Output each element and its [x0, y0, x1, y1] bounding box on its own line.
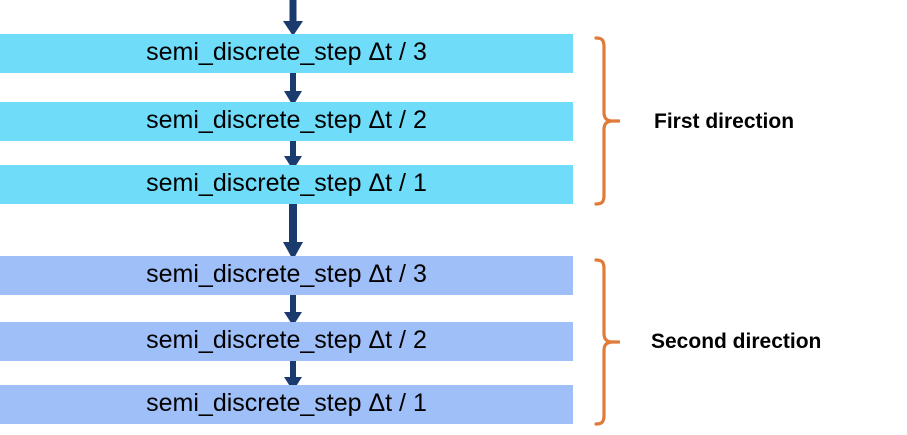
down-arrow-icon [278, 288, 308, 328]
step-box-label: semi_discrete_step Δt / 2 [146, 326, 427, 354]
down-arrow-icon [278, 66, 308, 108]
step-box-second-dt3[interactable]: semi_discrete_step Δt / 3 [0, 256, 573, 295]
curly-brace-icon [594, 258, 620, 426]
step-box-first-dt3[interactable]: semi_discrete_step Δt / 3 [0, 34, 573, 73]
down-arrow-icon [278, 196, 308, 262]
step-box-second-dt2[interactable]: semi_discrete_step Δt / 2 [0, 322, 573, 361]
step-box-label: semi_discrete_step Δt / 3 [146, 38, 427, 66]
step-box-label: semi_discrete_step Δt / 3 [146, 260, 427, 288]
down-arrow-icon [278, 0, 308, 38]
step-box-second-dt1[interactable]: semi_discrete_step Δt / 1 [0, 385, 573, 424]
group-label-second-direction: Second direction [651, 330, 822, 353]
down-arrow-icon [278, 353, 308, 393]
down-arrow-icon [278, 132, 308, 172]
group-label-first-direction: First direction [654, 110, 795, 133]
step-box-first-dt1[interactable]: semi_discrete_step Δt / 1 [0, 165, 573, 204]
step-box-first-dt2[interactable]: semi_discrete_step Δt / 2 [0, 102, 573, 141]
curly-brace-icon [594, 36, 620, 206]
step-box-label: semi_discrete_step Δt / 1 [146, 389, 427, 417]
step-box-label: semi_discrete_step Δt / 1 [146, 169, 427, 197]
step-box-label: semi_discrete_step Δt / 2 [146, 106, 427, 134]
